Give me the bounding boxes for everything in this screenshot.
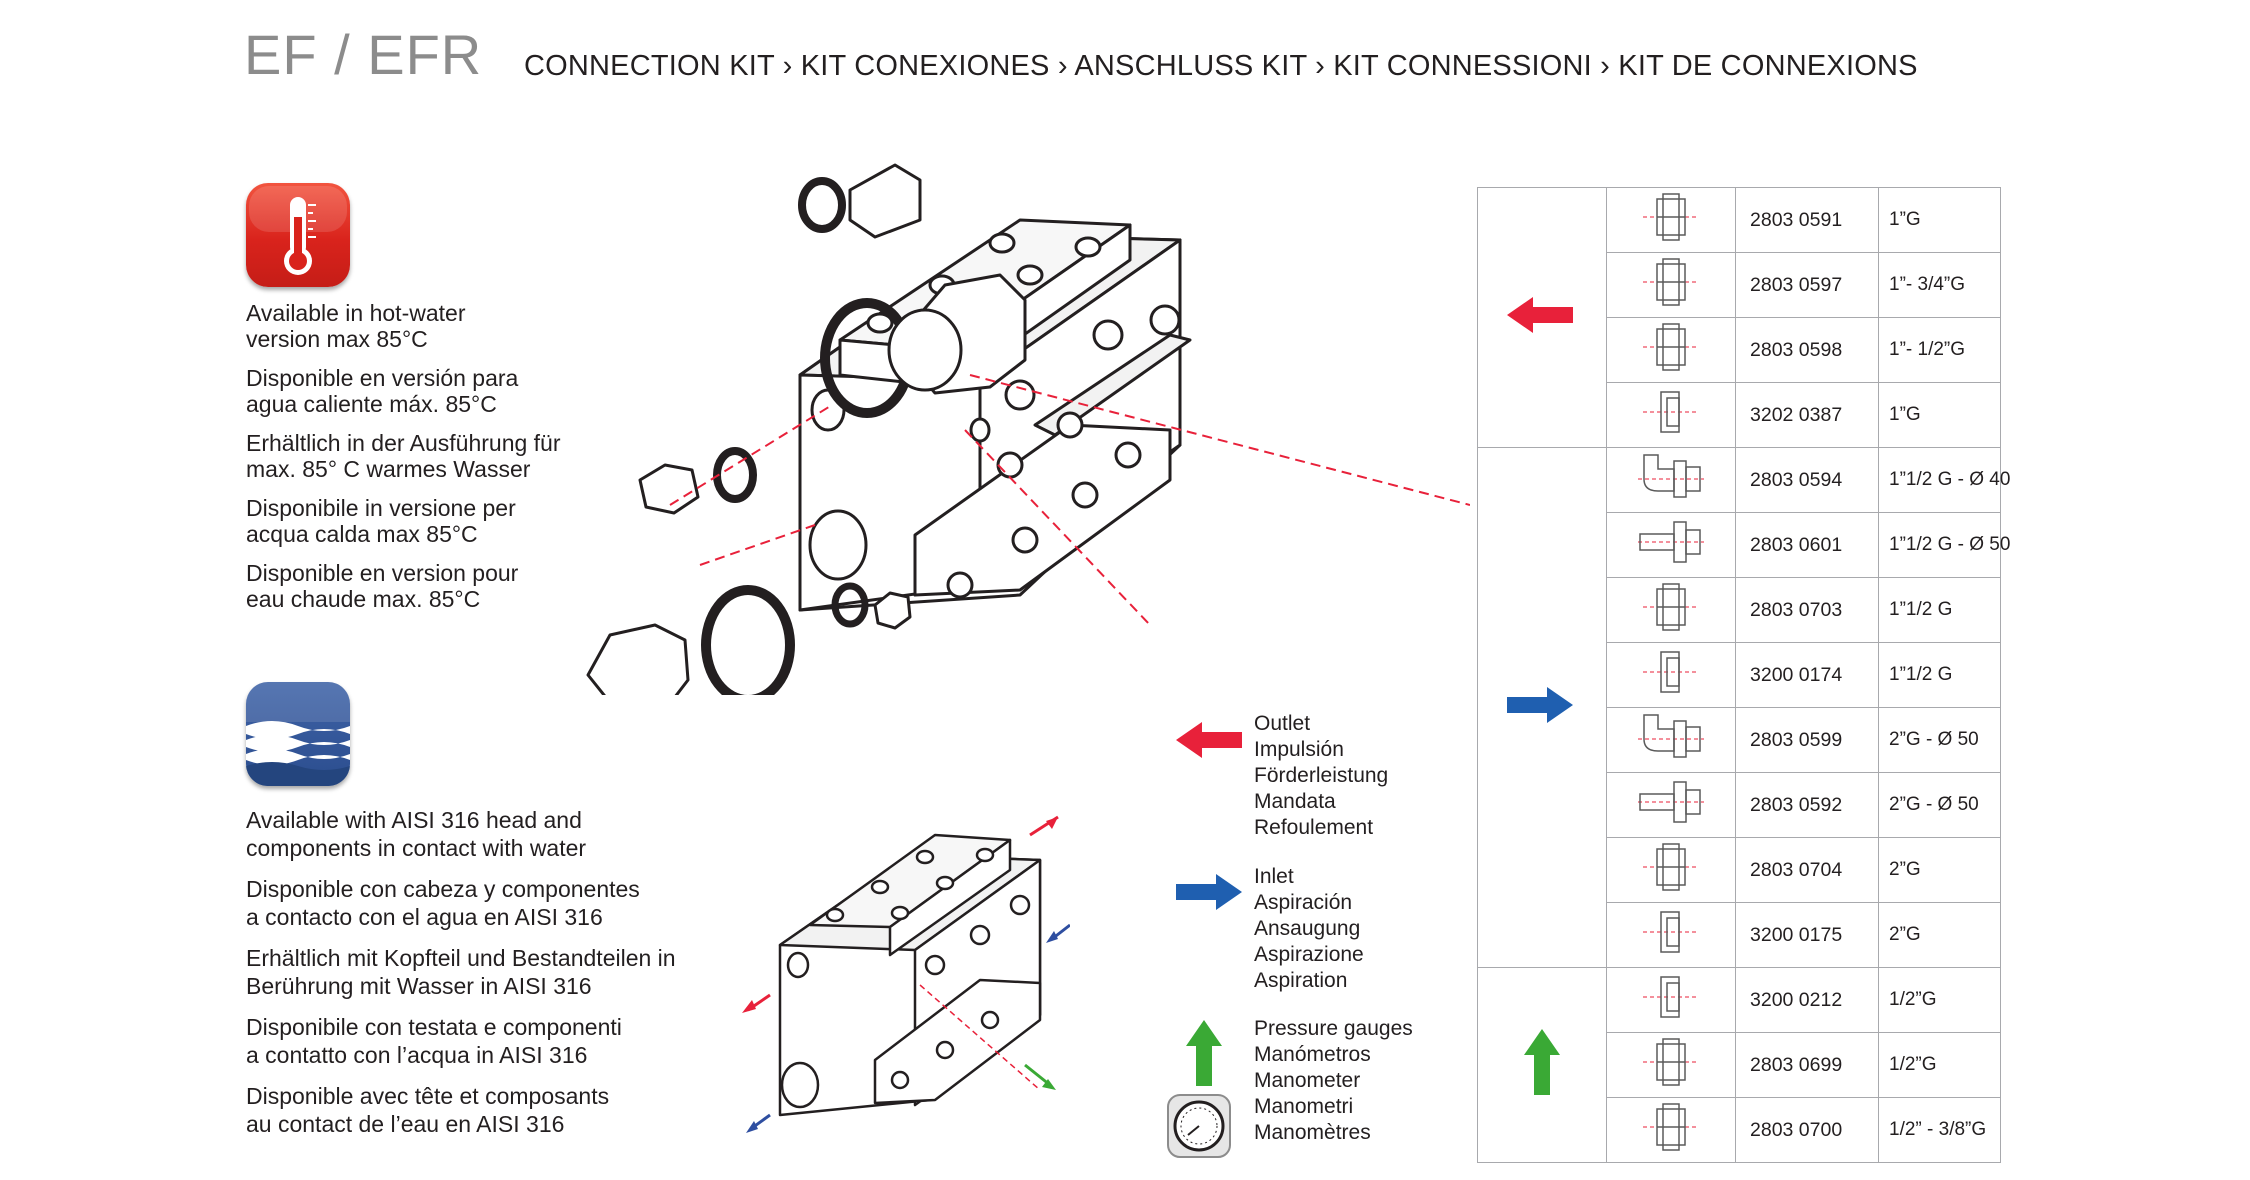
pressure-gauge-arrow-icon bbox=[1524, 1029, 1560, 1095]
table-row: 2803 0599 2”G - Ø 50 bbox=[1478, 707, 2001, 773]
double-nipple-icon bbox=[1606, 577, 1736, 643]
thermometer-icon bbox=[246, 183, 350, 287]
outlet-arrow-icon bbox=[1176, 722, 1242, 758]
inlet-group-cell bbox=[1477, 447, 1607, 968]
page-title: CONNECTION KIT › KIT CONEXIONES › ANSCHL… bbox=[524, 50, 1918, 82]
table-row: 3200 0175 2”G bbox=[1478, 902, 2001, 968]
model-title: EF / EFR bbox=[244, 23, 483, 86]
double-nipple-icon bbox=[1606, 837, 1736, 903]
assembled-pump-drawing bbox=[742, 815, 1070, 1133]
exploded-pump-head-drawing bbox=[586, 163, 1470, 695]
elbow-fitting-icon bbox=[1606, 707, 1736, 773]
aisi-de: Erhältlich mit Kopfteil und Bestandteile… bbox=[246, 945, 676, 999]
elbow-fitting-icon bbox=[1606, 447, 1736, 513]
double-nipple-icon bbox=[1606, 252, 1736, 318]
table-row: 2803 0598 1”- 1/2”G bbox=[1478, 317, 2001, 383]
double-nipple-icon bbox=[1606, 187, 1736, 253]
double-nipple-icon bbox=[1606, 1032, 1736, 1098]
table-row: 2803 0703 1”1/2 G bbox=[1478, 577, 2001, 643]
double-nipple-icon bbox=[1606, 1097, 1736, 1163]
table-row: 3200 0212 1/2”G bbox=[1477, 967, 2001, 1163]
plug-icon bbox=[1606, 967, 1736, 1033]
table-row: 2803 0700 1/2” - 3/8”G bbox=[1478, 1097, 2001, 1163]
water-waves-icon bbox=[246, 682, 350, 786]
inlet-arrow-icon bbox=[1176, 874, 1242, 910]
outlet-arrow-icon bbox=[1507, 296, 1573, 333]
table-row: 3202 0387 1”G bbox=[1478, 382, 2001, 448]
double-nipple-icon bbox=[1606, 317, 1736, 383]
table-row: 2803 0704 2”G bbox=[1478, 837, 2001, 903]
table-row: 2803 0601 1”1/2 G - Ø 50 bbox=[1478, 512, 2010, 578]
table-row: 2803 0591 1”G bbox=[1477, 187, 2001, 448]
outlet-group-cell bbox=[1477, 187, 1607, 448]
table-row: 3200 0174 1”1/2 G bbox=[1478, 642, 2001, 708]
plug-icon bbox=[1606, 382, 1736, 448]
hose-tail-icon bbox=[1606, 772, 1736, 838]
table-row: 2803 0699 1/2”G bbox=[1478, 1032, 2001, 1098]
table-row: 2803 0597 1”- 3/4”G bbox=[1478, 252, 2001, 318]
pressure-gauge-arrow-icon bbox=[1186, 1020, 1222, 1086]
table-row: 2803 0594 1”1/2 G - Ø 40 bbox=[1477, 447, 2010, 968]
pressure-gauge-group-cell bbox=[1477, 967, 1607, 1163]
parts-table: 2803 0591 1”G 2803 0597 1”- 3/4”G 2803 0… bbox=[1477, 187, 2010, 1163]
inlet-arrow-icon bbox=[1507, 686, 1573, 723]
pressure-gauge-icon bbox=[1167, 1094, 1231, 1158]
plug-icon bbox=[1606, 642, 1736, 708]
plug-icon bbox=[1606, 902, 1736, 968]
hose-tail-icon bbox=[1606, 512, 1736, 578]
